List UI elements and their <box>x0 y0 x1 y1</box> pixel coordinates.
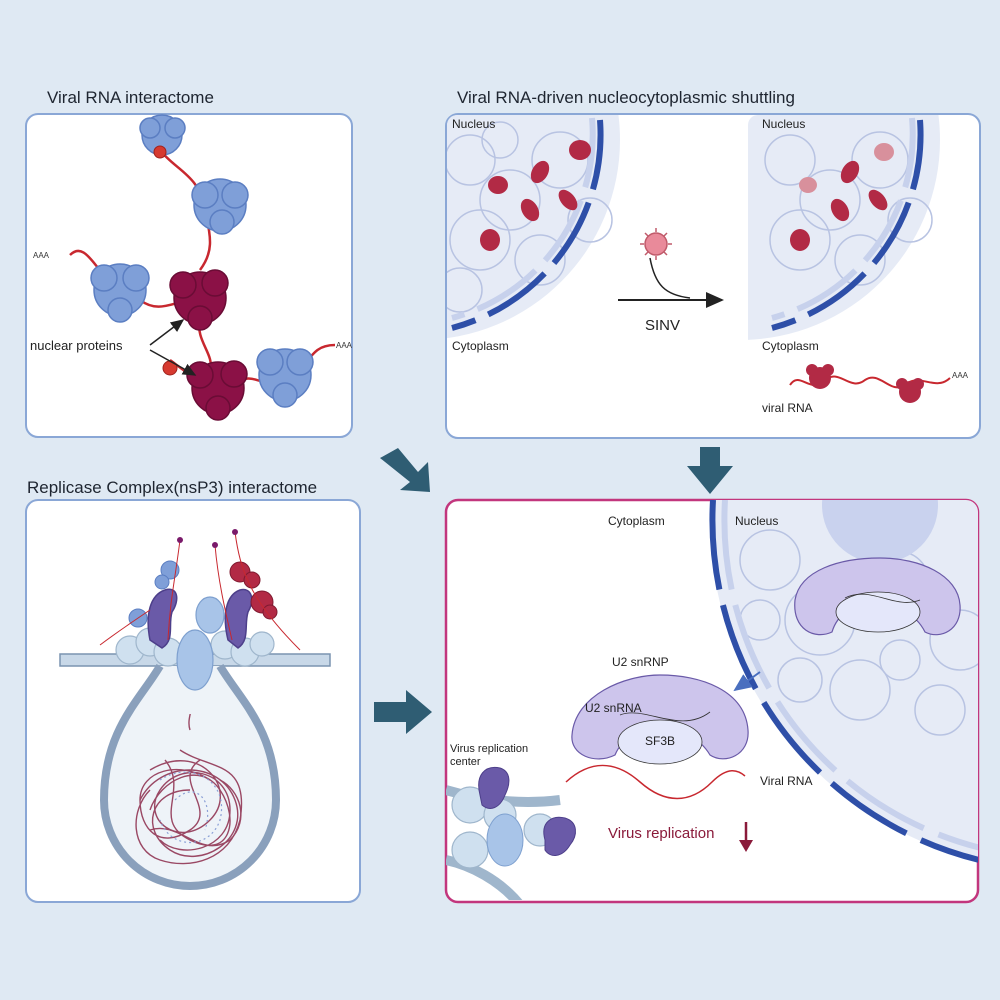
panel-u2-snrnp-mechanism: Cytoplasm Nucleus U2 snRNP U2 snRNA SF3B… <box>444 498 980 904</box>
cytoplasm-right-label: Cytoplasm <box>762 339 819 353</box>
mechanism-cytoplasm-label: Cytoplasm <box>608 514 665 528</box>
panel-viral-rna-interactome: AAA AAA nuclear proteins <box>25 113 353 438</box>
mechanism-viral-rna-label: Viral RNA <box>760 774 812 788</box>
poly-a-left-label: AAA <box>33 251 50 260</box>
down-arrow-icon <box>739 822 753 852</box>
nucleus-before-infection <box>447 115 620 340</box>
mechanism-nucleus-label: Nucleus <box>735 514 778 528</box>
flow-arrows <box>374 447 733 734</box>
nuclear-proteins-label: nuclear proteins <box>30 338 123 353</box>
sinv-label: SINV <box>645 317 680 334</box>
arrow-interactome-to-mechanism <box>380 448 430 492</box>
arrow-shuttling-to-mechanism <box>687 447 733 494</box>
replication-center-label-line1: Virus replication <box>450 743 528 755</box>
nucleus-left-label: Nucleus <box>452 117 495 131</box>
arrow-replicase-to-mechanism <box>374 690 432 734</box>
panel-title-nucleocytoplasmic-shuttling: Viral RNA-driven nucleocytoplasmic shutt… <box>457 88 795 107</box>
virus-replication-center <box>446 766 576 900</box>
panel-nucleocytoplasmic-shuttling: Nucleus Cytoplasm SINV <box>445 113 981 439</box>
nucleus-right-label: Nucleus <box>762 117 805 131</box>
u2-snrnp-complex <box>571 674 749 765</box>
panel-replicase-complex <box>25 499 361 903</box>
poly-a-shuttling-label: AAA <box>952 371 969 380</box>
sinv-virion <box>640 228 672 260</box>
nucleus-after-infection <box>748 115 940 340</box>
cytoplasm-left-label: Cytoplasm <box>452 339 509 353</box>
panel-title-viral-rna-interactome: Viral RNA interactome <box>47 88 214 107</box>
poly-a-right-label: AAA <box>336 341 353 350</box>
u2-snrnp-label: U2 snRNP <box>612 655 669 669</box>
viral-rna-shuttling-label: viral RNA <box>762 401 813 415</box>
sf3b-label: SF3B <box>645 734 675 748</box>
virus-replication-label: Virus replication <box>608 825 714 842</box>
replication-center-label-line2: center <box>450 756 481 768</box>
u2-snrna-label: U2 snRNA <box>585 701 642 715</box>
panel-title-replicase-interactome: Replicase Complex(nsP3) interactome <box>27 478 318 497</box>
